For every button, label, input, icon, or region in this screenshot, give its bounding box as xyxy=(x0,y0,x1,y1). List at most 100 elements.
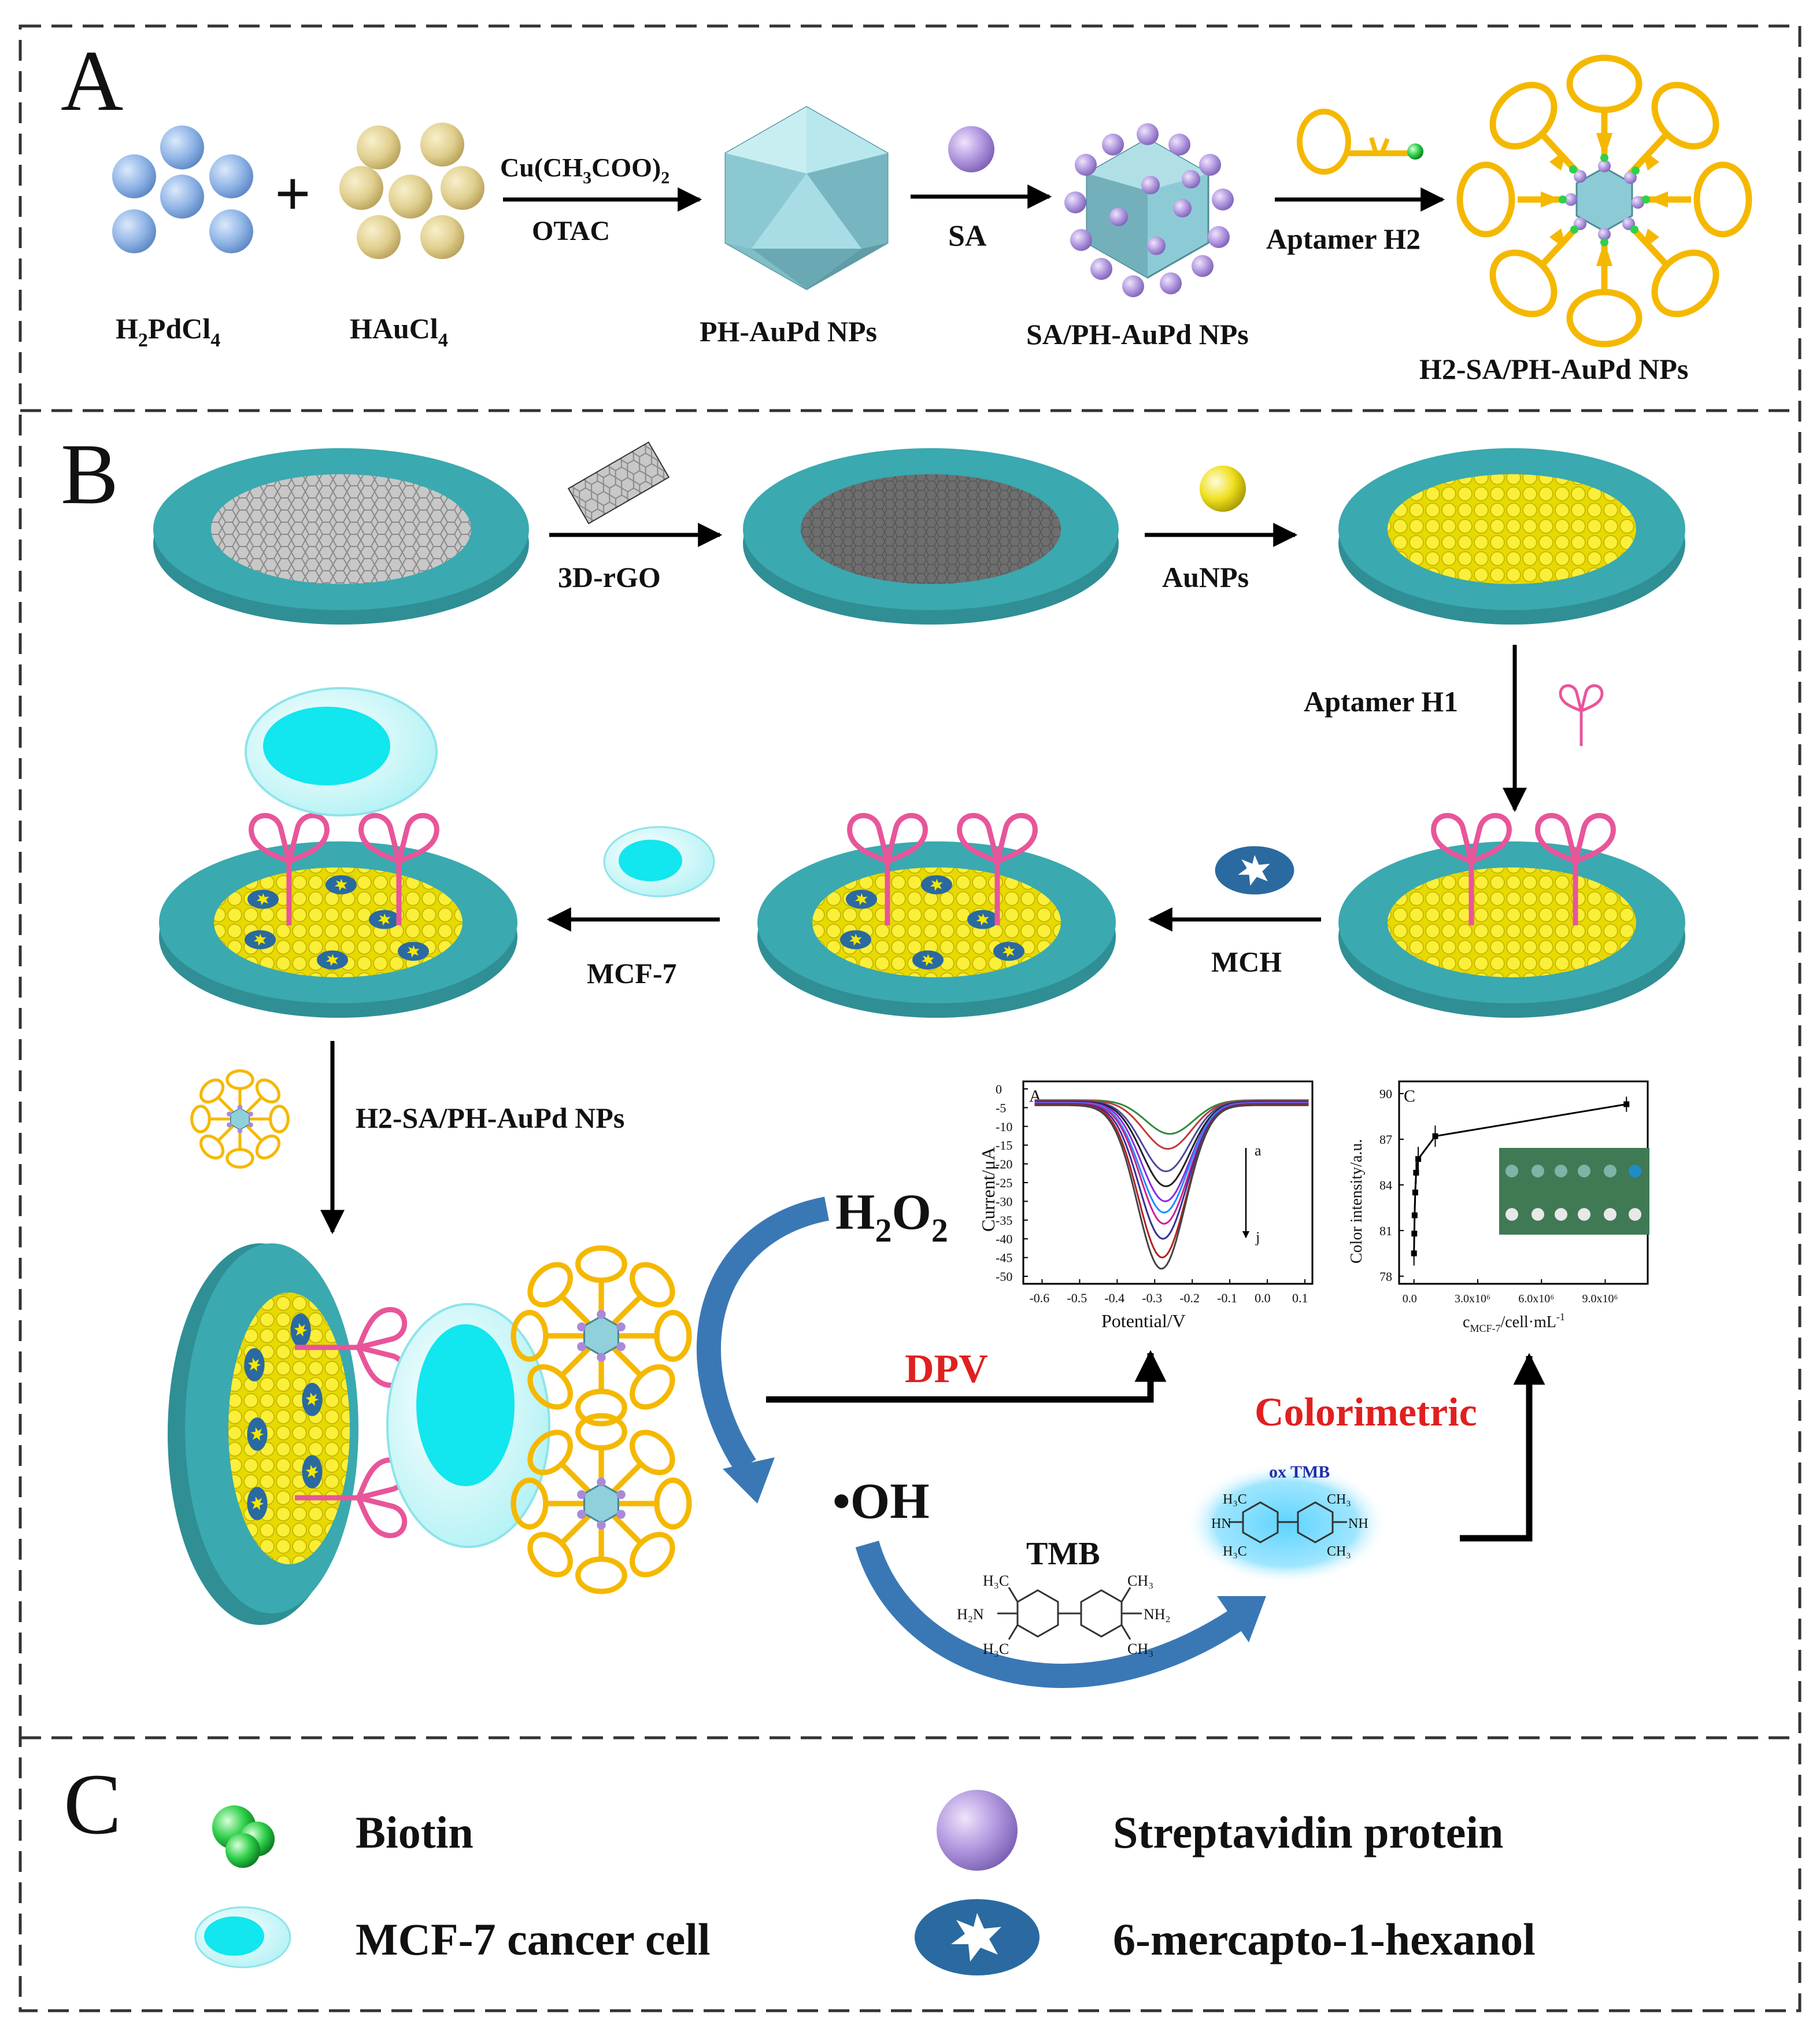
color-xlabel: cMCF-7/cell·mL-1 xyxy=(1463,1311,1565,1334)
streptavidin-icon xyxy=(937,1790,1018,1871)
svg-text:H₃C: H₃C xyxy=(983,1572,1009,1589)
step-aptamer-h2: Aptamer H2 xyxy=(1266,223,1421,255)
dpv-y-tick-label: 0 xyxy=(996,1082,1002,1096)
color-y-tick-label: 90 xyxy=(1379,1087,1392,1101)
dpv-xlabel: Potential/V xyxy=(1101,1310,1186,1331)
dpv-y-tick-label: -15 xyxy=(996,1138,1012,1153)
dpv-y-tick-label: -45 xyxy=(996,1251,1012,1265)
dpv-y-tick-label: -5 xyxy=(996,1100,1006,1115)
step-aunps: AuNPs xyxy=(1162,561,1249,593)
color-x-tick-label: 6.0x10⁶ xyxy=(1518,1292,1554,1305)
ox-tmb-glow xyxy=(1185,1463,1388,1585)
color-x-tick-label: 3.0x10⁶ xyxy=(1455,1292,1490,1305)
curve-head-oh xyxy=(723,1457,775,1504)
h2-sa-ph-aupd-probe xyxy=(1456,54,1752,348)
svg-text:HN: HN xyxy=(1211,1516,1231,1531)
curve-h2o2-to-oh xyxy=(697,1196,830,1473)
reactant-haucl4: HAuCl4 xyxy=(350,312,448,351)
step-3d-rgo: 3D-rGO xyxy=(558,561,661,593)
dpv-ylabel: Current/μA xyxy=(978,1147,998,1232)
svg-text:CH₃: CH₃ xyxy=(1127,1641,1153,1657)
color-y-tick-label: 78 xyxy=(1379,1269,1392,1284)
dpv-chart: A Potential/V Current/μA a j -0.6-0.5-0.… xyxy=(978,1080,1314,1331)
sandwich-assembly xyxy=(168,1243,550,1625)
dpv-x-tick-label: -0.6 xyxy=(1029,1291,1049,1305)
mch-reagent-icon xyxy=(1215,846,1294,895)
dpv-x-tick-label: 0.0 xyxy=(1255,1291,1271,1305)
label-oh-radical: •OH xyxy=(833,1473,930,1530)
ph-aupd-icosahedron xyxy=(724,106,889,290)
dpv-y-tick-label: -10 xyxy=(996,1120,1012,1134)
color-data-point xyxy=(1415,1156,1422,1162)
svg-text:H₃C: H₃C xyxy=(1223,1544,1247,1559)
dpv-annotation-a: a xyxy=(1255,1142,1262,1159)
legend-mcf7-cell: MCF-7 cancer cell xyxy=(356,1914,711,1964)
au-precursor-spheres xyxy=(339,123,484,259)
legend-mch: 6-mercapto-1-hexanol xyxy=(1113,1914,1536,1964)
electrode-aunps xyxy=(1338,448,1685,625)
dpv-x-tick-label: -0.3 xyxy=(1142,1291,1162,1305)
plus-sign: + xyxy=(275,158,311,229)
dpv-annotation-j: j xyxy=(1255,1229,1260,1246)
color-well-plate-inset xyxy=(1499,1148,1649,1235)
dpv-y-tick-label: -40 xyxy=(996,1232,1012,1246)
color-y-tick-label: 84 xyxy=(1379,1178,1392,1192)
sa-ph-aupd-particle xyxy=(1064,123,1234,297)
svg-text:CH₃: CH₃ xyxy=(1127,1572,1153,1589)
color-data-point xyxy=(1623,1101,1630,1107)
product-h2-sa-ph-aupd: H2-SA/PH-AuPd NPs xyxy=(1419,353,1688,385)
graphene-sheet-icon xyxy=(567,441,670,525)
biotin-icon xyxy=(212,1805,275,1868)
electrode-bare xyxy=(153,448,529,625)
svg-text:H₂N: H₂N xyxy=(957,1606,984,1623)
curve-head-oxtmb xyxy=(1217,1596,1266,1642)
aptamer-h1-reagent-icon xyxy=(1560,686,1602,746)
step-sa: SA xyxy=(948,220,987,253)
color-data-point xyxy=(1412,1190,1418,1196)
dpv-y-tick-label: -20 xyxy=(996,1157,1012,1172)
panel-label-a: A xyxy=(61,33,123,129)
electrode-aptamer-h1 xyxy=(1338,815,1685,1018)
color-data-point xyxy=(1432,1133,1438,1139)
ox-tmb-groups: H₃C HN H₃C CH₃ NH CH₃ xyxy=(1211,1492,1368,1559)
dpv-y-tick-label: -50 xyxy=(996,1269,1012,1284)
tmb-structure xyxy=(997,1587,1142,1640)
dpv-y-tick-label: -30 xyxy=(996,1194,1012,1209)
dpv-x-tick-label: -0.1 xyxy=(1217,1291,1237,1305)
color-y-tick-label: 81 xyxy=(1379,1224,1392,1238)
svg-text:H₃C: H₃C xyxy=(983,1641,1009,1657)
aunp-reagent-icon xyxy=(1200,466,1246,512)
color-x-tick-label: 9.0x10⁶ xyxy=(1582,1292,1618,1305)
mcf7-cell-icon xyxy=(194,1906,291,1968)
dpv-x-tick-label: -0.4 xyxy=(1104,1291,1124,1305)
panel-frames xyxy=(19,24,1801,2012)
dpv-x-tick-label: -0.5 xyxy=(1067,1291,1087,1305)
product-ph-aupd: PH-AuPd NPs xyxy=(700,315,877,348)
panel-label-b: B xyxy=(61,426,119,522)
color-ylabel: Color intensity/a.u. xyxy=(1348,1139,1366,1264)
svg-text:CH₃: CH₃ xyxy=(1327,1492,1351,1507)
product-sa-ph-aupd: SA/PH-AuPd NPs xyxy=(1026,318,1249,350)
dpv-y-tick-label: -35 xyxy=(996,1213,1012,1228)
arrow-colorimetric xyxy=(1460,1353,1545,1542)
reactant-h2pdcl4: H2PdCl4 xyxy=(116,312,220,351)
step-aptamer-h1: Aptamer H1 xyxy=(1304,685,1458,718)
tmb-groups: H₃C H₂N H₃C CH₃ NH₂ CH₃ xyxy=(957,1572,1171,1657)
dpv-y-tick-label: -25 xyxy=(996,1176,1012,1190)
electrode-rgo xyxy=(743,448,1119,625)
step-probe: H2-SA/PH-AuPd NPs xyxy=(356,1102,624,1134)
color-y-tick-label: 87 xyxy=(1379,1132,1392,1147)
color-x-tick-label: 0.0 xyxy=(1403,1292,1417,1305)
mch-icon xyxy=(915,1899,1040,1975)
colorimetric-chart: C cMCF-7/cell·mL-1 Color intensity/a.u. … xyxy=(1348,1080,1649,1334)
aptamer-h2-reagent-icon xyxy=(1297,109,1423,175)
arrow-dpv xyxy=(766,1350,1167,1403)
electrode-mch xyxy=(757,815,1116,1018)
legend-biotin: Biotin xyxy=(356,1807,474,1857)
label-dpv: DPV xyxy=(905,1347,988,1391)
color-data-point xyxy=(1411,1212,1418,1218)
svg-text:NH: NH xyxy=(1348,1516,1368,1531)
svg-text:H₃C: H₃C xyxy=(1223,1492,1247,1507)
reagent-otac: OTAC xyxy=(532,216,610,246)
